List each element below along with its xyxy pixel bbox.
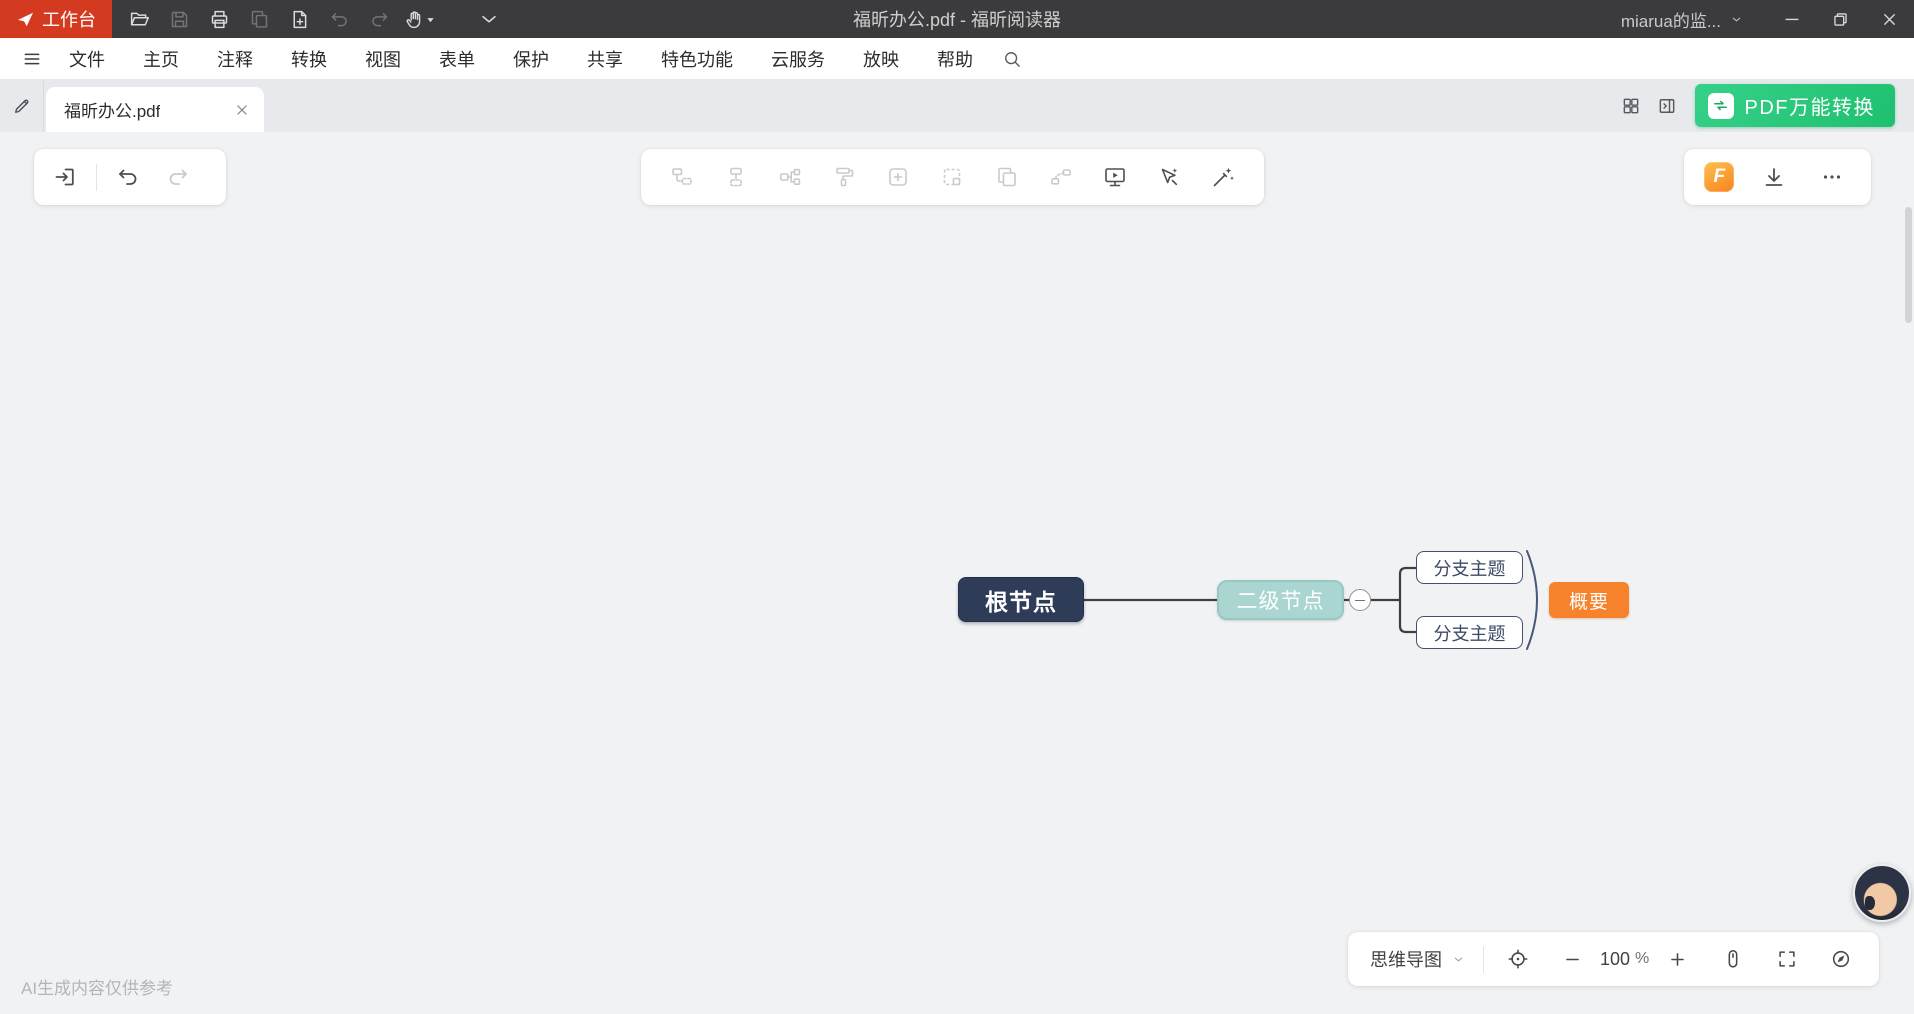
quick-toolbar [122, 4, 506, 34]
branch-node-1[interactable]: 分支主题 [1416, 551, 1523, 584]
open-folder-button[interactable] [122, 4, 156, 34]
grid-view-icon[interactable] [1621, 96, 1641, 116]
reading-panel-icon[interactable] [1657, 96, 1677, 116]
view-toolbar: 思维导图 100 % [1348, 932, 1879, 986]
mindmap-canvas[interactable]: F 根节点 二级节点 分支主题 分支主题 概要 思维导图 [0, 132, 1914, 1014]
zoom-value: 100 [1600, 949, 1630, 970]
annotate-pencil-icon[interactable] [0, 79, 44, 132]
locate-target-icon[interactable] [1502, 943, 1534, 975]
copy-button[interactable] [242, 4, 276, 34]
menu-item-form[interactable]: 表单 [420, 38, 494, 79]
style-painter-icon[interactable] [825, 158, 863, 196]
redo-icon[interactable] [159, 158, 197, 196]
menu-item-protect[interactable]: 保护 [494, 38, 568, 79]
menu-item-slideshow[interactable]: 放映 [844, 38, 918, 79]
more-menu-icon[interactable] [1813, 158, 1851, 196]
convert-button-label: PDF万能转换 [1745, 91, 1876, 120]
minimize-button[interactable] [1767, 0, 1816, 38]
tabbar: 福昕办公.pdf PDF万能转换 [0, 79, 1914, 132]
download-icon[interactable] [1755, 158, 1793, 196]
mode-select[interactable]: 思维导图 [1370, 946, 1465, 972]
mindmap-toolbar [641, 149, 1264, 205]
menu-item-share[interactable]: 共享 [568, 38, 642, 79]
restore-button[interactable] [1816, 0, 1865, 38]
mindmap-connectors [0, 132, 1914, 1014]
user-avatar[interactable] [1853, 864, 1911, 922]
save-button[interactable] [162, 4, 196, 34]
branch-node-2[interactable]: 分支主题 [1416, 616, 1523, 649]
convert-swap-icon [1708, 93, 1734, 119]
collapse-branch-button[interactable] [1349, 589, 1371, 611]
print-button[interactable] [202, 4, 236, 34]
workspace-label: 工作台 [42, 6, 96, 32]
document-tab-label: 福昕办公.pdf [64, 97, 160, 122]
insert-sibling-topic-icon[interactable] [663, 158, 701, 196]
zoom-unit: % [1635, 950, 1649, 968]
close-button[interactable] [1865, 0, 1914, 38]
menu-item-view[interactable]: 视图 [346, 38, 420, 79]
zoom-in-button[interactable] [1661, 943, 1693, 975]
mouse-mode-icon[interactable] [1717, 943, 1749, 975]
foxit-app-badge-icon[interactable]: F [1704, 162, 1734, 192]
chevron-down-icon [1730, 13, 1743, 26]
copy-topic-icon[interactable] [988, 158, 1026, 196]
toolbar-divider [96, 164, 97, 191]
smart-select-icon[interactable] [1150, 158, 1188, 196]
search-icon[interactable] [992, 38, 1032, 79]
redo-button[interactable] [362, 4, 396, 34]
menubar: 文件 主页 注释 转换 视图 表单 保护 共享 特色功能 云服务 放映 帮助 [0, 38, 1914, 79]
account-label: miarua的监... [1621, 7, 1721, 32]
menu-item-featured[interactable]: 特色功能 [642, 38, 752, 79]
tab-close-icon[interactable] [230, 98, 254, 122]
hand-tool-dropdown-icon [426, 15, 435, 24]
chevron-down-icon [1452, 953, 1465, 966]
workspace-button[interactable]: 工作台 [0, 0, 112, 38]
foxit-logo-icon [16, 10, 35, 29]
overview-compass-icon[interactable] [1825, 943, 1857, 975]
import-mindmap-icon[interactable] [46, 158, 84, 196]
vertical-scrollbar-thumb[interactable] [1905, 207, 1912, 323]
undo-icon[interactable] [109, 158, 147, 196]
titlebar-right: miarua的监... [1621, 0, 1914, 38]
window-title: 福昕办公.pdf - 福昕阅读器 [853, 0, 1061, 38]
menu-item-comment[interactable]: 注释 [198, 38, 272, 79]
zoom-level: 100 % [1600, 949, 1649, 970]
new-page-button[interactable] [282, 4, 316, 34]
collapse-toolbar-button[interactable] [472, 4, 506, 34]
document-tab[interactable]: 福昕办公.pdf [46, 87, 264, 132]
menu-item-cloud[interactable]: 云服务 [752, 38, 844, 79]
summary-node[interactable]: 概要 [1549, 582, 1629, 618]
tabbar-actions [1621, 96, 1677, 116]
hand-tool-button[interactable] [402, 4, 436, 34]
fullscreen-icon[interactable] [1771, 943, 1803, 975]
insert-floating-topic-icon[interactable] [717, 158, 755, 196]
history-toolbar [34, 149, 226, 205]
hamburger-icon[interactable] [14, 38, 50, 79]
root-node[interactable]: 根节点 [958, 577, 1084, 622]
relation-line-icon[interactable] [1042, 158, 1080, 196]
ai-disclaimer: AI生成内容仅供参考 [21, 974, 173, 999]
secondary-node[interactable]: 二级节点 [1217, 580, 1344, 620]
insert-topic-icon[interactable] [879, 158, 917, 196]
menu-item-help[interactable]: 帮助 [918, 38, 992, 79]
menu-item-home[interactable]: 主页 [124, 38, 198, 79]
menu-item-file[interactable]: 文件 [50, 38, 124, 79]
select-area-icon[interactable] [933, 158, 971, 196]
menu-item-convert[interactable]: 转换 [272, 38, 346, 79]
presentation-mode-icon[interactable] [1096, 158, 1134, 196]
ai-beautify-icon[interactable] [1204, 158, 1242, 196]
pdf-convert-button[interactable]: PDF万能转换 [1695, 84, 1896, 127]
export-toolbar: F [1684, 149, 1871, 205]
layout-structure-icon[interactable] [771, 158, 809, 196]
undo-button[interactable] [322, 4, 356, 34]
titlebar: 工作台 [0, 0, 1914, 38]
zoom-out-button[interactable] [1556, 943, 1588, 975]
toolbar-divider [1483, 946, 1484, 973]
mode-select-label: 思维导图 [1370, 946, 1442, 972]
account-menu[interactable]: miarua的监... [1621, 7, 1743, 32]
